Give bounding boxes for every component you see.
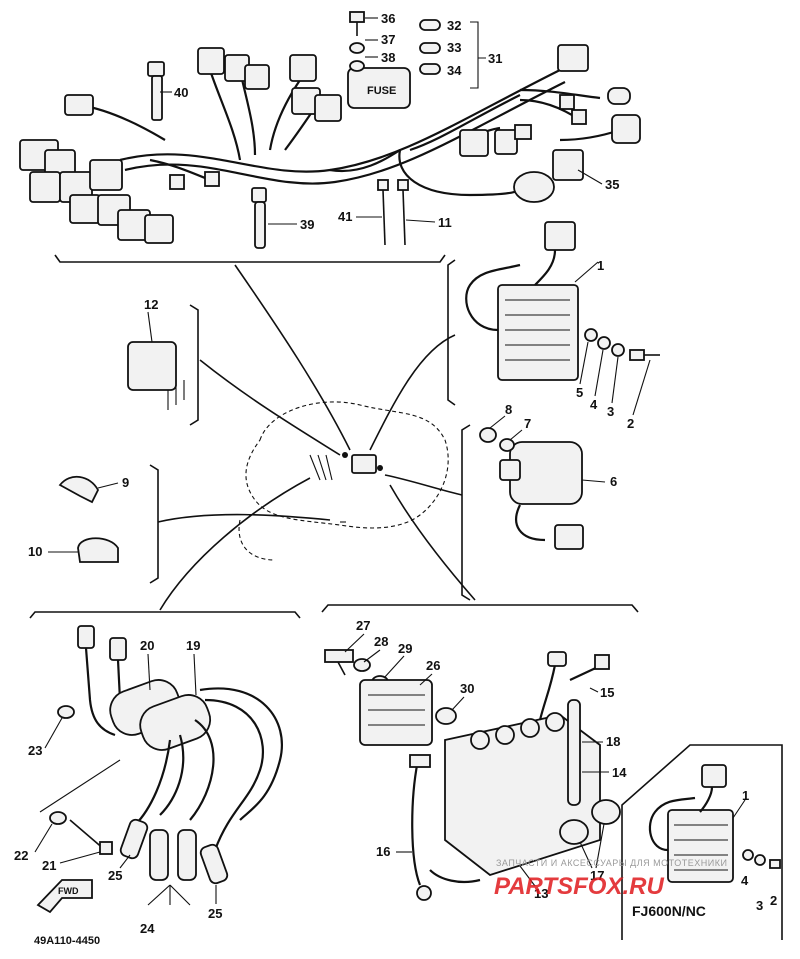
callout-22: 22 — [14, 848, 28, 863]
ignition-coils-group — [29, 611, 301, 906]
callout-31: 31 — [488, 51, 502, 66]
inset-callout-4: 4 — [741, 873, 749, 888]
watermark-text: ЗАПЧАСТИ И АКСЕССУАРЫ ДЛЯ МОТОТЕХНИКИ — [496, 858, 727, 868]
callout-17: 17 — [590, 868, 604, 883]
callout-8: 8 — [505, 402, 512, 417]
callout-11: 11 — [438, 215, 452, 230]
inset-callout-1: 1 — [742, 788, 749, 803]
watermark-logo: PARTSFOX.RU — [494, 873, 664, 900]
clamps-group — [58, 464, 159, 584]
fuse-hardware — [349, 11, 486, 89]
callout-35: 35 — [605, 177, 619, 192]
callout-1: 1 — [597, 258, 604, 273]
flasher-relay-group — [127, 304, 199, 426]
fuse-box: FUSE — [347, 67, 411, 109]
callout-10: 10 — [28, 544, 42, 559]
callout-39: 39 — [300, 217, 314, 232]
callout-9: 9 — [122, 475, 129, 490]
callout-34: 34 — [447, 63, 462, 78]
callout-33: 33 — [447, 40, 461, 55]
leader-lines — [157, 264, 476, 611]
callout-36: 36 — [381, 11, 395, 26]
callout-23: 23 — [28, 743, 42, 758]
forward-arrow: FWD — [36, 879, 93, 914]
callout-5: 5 — [576, 385, 583, 400]
callout-16: 16 — [376, 844, 390, 859]
callout-40: 40 — [174, 85, 188, 100]
callout-29: 29 — [398, 641, 412, 656]
battery-group — [321, 604, 639, 901]
callout-7: 7 — [524, 416, 531, 431]
callout-14: 14 — [612, 765, 627, 780]
callout-38: 38 — [381, 50, 395, 65]
callout-30: 30 — [460, 681, 474, 696]
callout-25-left: 25 — [108, 868, 122, 883]
callout-32: 32 — [447, 18, 461, 33]
callout-41: 41 — [338, 209, 352, 224]
fuse-label: FUSE — [367, 85, 396, 97]
callout-28: 28 — [374, 634, 388, 649]
inset-callout-3: 3 — [756, 898, 763, 913]
callout-37: 37 — [381, 32, 395, 47]
callout-19: 19 — [186, 638, 200, 653]
callout-3: 3 — [607, 404, 614, 419]
callout-13: 13 — [534, 886, 548, 901]
inset-callout-2: 2 — [770, 893, 777, 908]
motorcycle-outline — [238, 401, 449, 561]
inset-fj600 — [621, 744, 783, 940]
callout-26: 26 — [426, 658, 440, 673]
relay-group — [461, 424, 606, 601]
callout-2: 2 — [627, 416, 634, 431]
callout-25-right: 25 — [208, 906, 222, 921]
callout-4: 4 — [590, 397, 598, 412]
diagram-code: 49A110-4450 — [34, 935, 100, 947]
callout-12: 12 — [144, 297, 158, 312]
forward-arrow-label: FWD — [58, 886, 79, 896]
cable-ties — [251, 179, 409, 249]
callout-24: 24 — [140, 921, 155, 936]
regulator-group — [447, 221, 660, 406]
callout-labels: 36 37 38 32 33 34 31 40 35 39 41 11 1 5 … — [14, 11, 777, 936]
callout-6: 6 — [610, 474, 617, 489]
callout-15: 15 — [600, 685, 614, 700]
wire-harness — [19, 44, 641, 244]
callout-18: 18 — [606, 734, 620, 749]
callout-20: 20 — [140, 638, 154, 653]
wire-clamp-40 — [147, 61, 165, 121]
callout-21: 21 — [42, 858, 56, 873]
inset-model-label: FJ600N/NC — [632, 903, 706, 919]
callout-27: 27 — [356, 618, 370, 633]
